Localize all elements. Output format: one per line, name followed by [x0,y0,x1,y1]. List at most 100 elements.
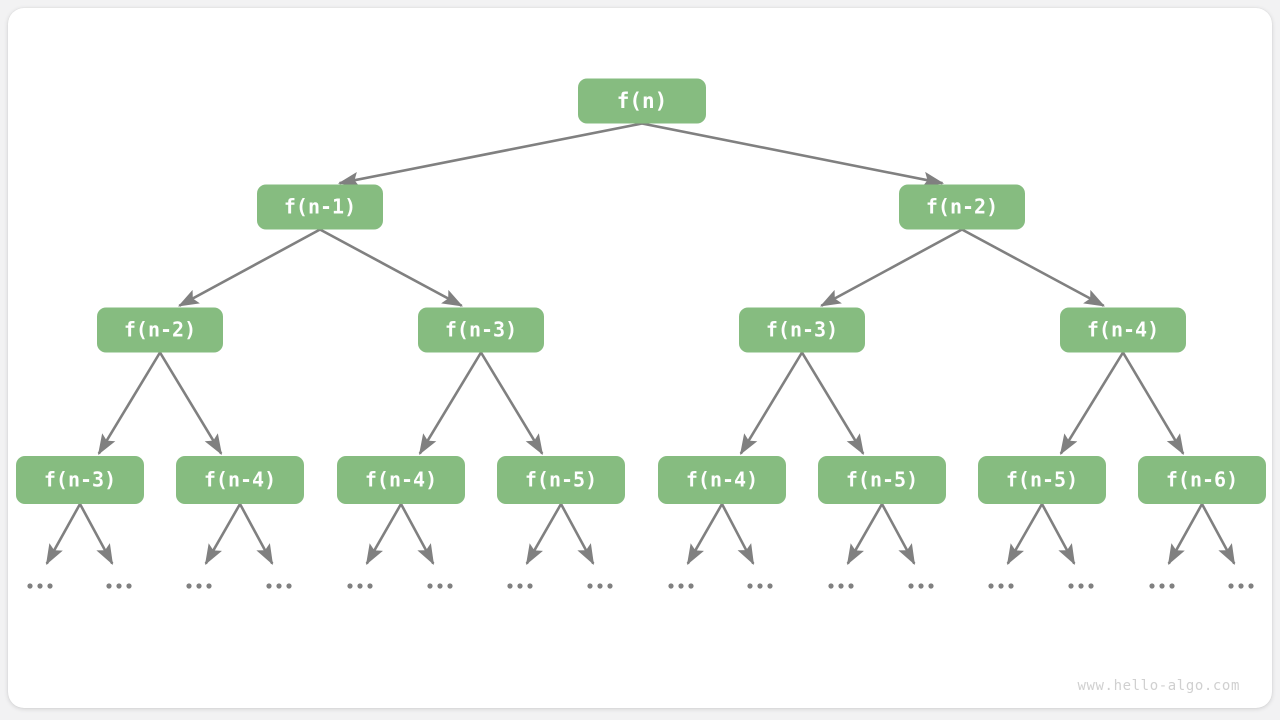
ellipsis-dot [607,583,613,589]
tree-node-label: f(n-5) [846,468,918,492]
tree-node-label: f(n-5) [525,468,597,492]
tree-node-label: f(n-1) [284,195,356,219]
tree-node[interactable]: f(n-5) [818,456,946,504]
ellipsis-dot [918,583,924,589]
ellipsis-dot [47,583,53,589]
ellipsis-marker [988,583,1014,589]
tree-edge [800,351,865,456]
tree-node[interactable]: f(n-4) [337,456,465,504]
ellipsis-marker [1228,583,1254,589]
tree-node-label: f(n-2) [124,318,196,342]
ellipsis-dot [196,583,202,589]
tree-edge-to-ellipsis [880,503,916,566]
ellipsis-dot [527,583,533,589]
ellipsis-dot [757,583,763,589]
tree-edge-to-ellipsis [1167,503,1204,566]
tree-node[interactable]: f(n-3) [16,456,144,504]
ellipsis-dot [928,583,934,589]
tree-node-label: f(n-4) [204,468,276,492]
ellipsis-marker [106,583,132,589]
tree-node[interactable]: f(n-1) [257,184,383,230]
ellipsis-marker [507,583,533,589]
tree-node[interactable]: f(n-4) [658,456,786,504]
tree-edge-to-ellipsis [365,503,403,566]
ellipsis-dot [767,583,773,589]
ellipsis-dot [1159,583,1165,589]
tree-edge-to-ellipsis [686,503,724,566]
ellipsis-dot [116,583,122,589]
tree-edge-to-ellipsis [78,503,114,566]
ellipsis-marker [1149,583,1175,589]
tree-node-label: f(n-6) [1166,468,1238,492]
ellipsis-dot [37,583,43,589]
tree-node-label: f(n-5) [1006,468,1078,492]
tree-edge-to-ellipsis [846,503,884,566]
watermark-label: www.hello-algo.com [1077,678,1240,694]
ellipsis-dot [1248,583,1254,589]
tree-edge-to-ellipsis [238,503,274,566]
tree-node-label: f(n-3) [44,468,116,492]
tree-edge-to-ellipsis [720,503,755,566]
tree-node[interactable]: f(n-3) [418,307,544,353]
tree-node[interactable]: f(n-4) [176,456,304,504]
tree-node-label: f(n-4) [686,468,758,492]
tree-edge [479,351,544,456]
tree-node-box [176,456,304,504]
ellipsis-dot [1169,583,1175,589]
ellipsis-dot [747,583,753,589]
tree-node-box [818,456,946,504]
ellipsis-dot [517,583,523,589]
tree-nodes: f(n) f(n-1) f(n-2) f(n-2) f(n-3) f(n-3) f(n-4)… [16,78,1266,504]
ellipsis-dot [838,583,844,589]
ellipsis-marker [186,583,212,589]
tree-node[interactable]: f(n-4) [1060,307,1186,353]
tree-edge-to-ellipsis [1006,503,1044,566]
ellipsis-dot [1149,583,1155,589]
tree-node[interactable]: f(n-5) [497,456,625,504]
tree-node-label: f(n-4) [1087,318,1159,342]
ellipsis-dot [597,583,603,589]
tree-node-label: f(n-2) [926,195,998,219]
ellipsis-dot [27,583,33,589]
tree-node-label: f(n) [617,89,668,113]
ellipsis-dot [678,583,684,589]
ellipsis-dot [437,583,443,589]
tree-edge [641,122,945,187]
tree-edge [961,228,1106,307]
tree-node[interactable]: f(n-2) [97,307,223,353]
tree-node-box [899,184,1025,230]
tree-node-box [978,456,1106,504]
tree-edge-to-ellipsis [1200,503,1236,566]
tree-node[interactable]: f(n) [578,78,706,124]
tree-edges [45,122,1236,566]
ellipsis-dot [1228,583,1234,589]
ellipsis-dot [347,583,353,589]
ellipsis-dot [357,583,363,589]
tree-edge [1059,351,1125,456]
ellipsis-dot [1238,583,1244,589]
tree-node[interactable]: f(n-3) [739,307,865,353]
tree-node-box [337,456,465,504]
ellipsis-dot [1008,583,1014,589]
ellipsis-dot [186,583,192,589]
ellipsis-dot [1078,583,1084,589]
ellipsis-dot [1088,583,1094,589]
tree-edge-to-ellipsis [204,503,242,566]
tree-ellipsis-row [27,583,1254,589]
tree-node[interactable]: f(n-5) [978,456,1106,504]
ellipsis-dot [848,583,854,589]
tree-node-box [16,456,144,504]
tree-edge [1121,351,1185,456]
tree-edge [97,351,162,456]
ellipsis-marker [908,583,934,589]
ellipsis-dot [828,583,834,589]
tree-edge-to-ellipsis [399,503,435,566]
tree-edge [739,351,804,456]
ellipsis-dot [587,583,593,589]
ellipsis-marker [747,583,773,589]
ellipsis-dot [668,583,674,589]
tree-node[interactable]: f(n-2) [899,184,1025,230]
tree-node[interactable]: f(n-6) [1138,456,1266,504]
